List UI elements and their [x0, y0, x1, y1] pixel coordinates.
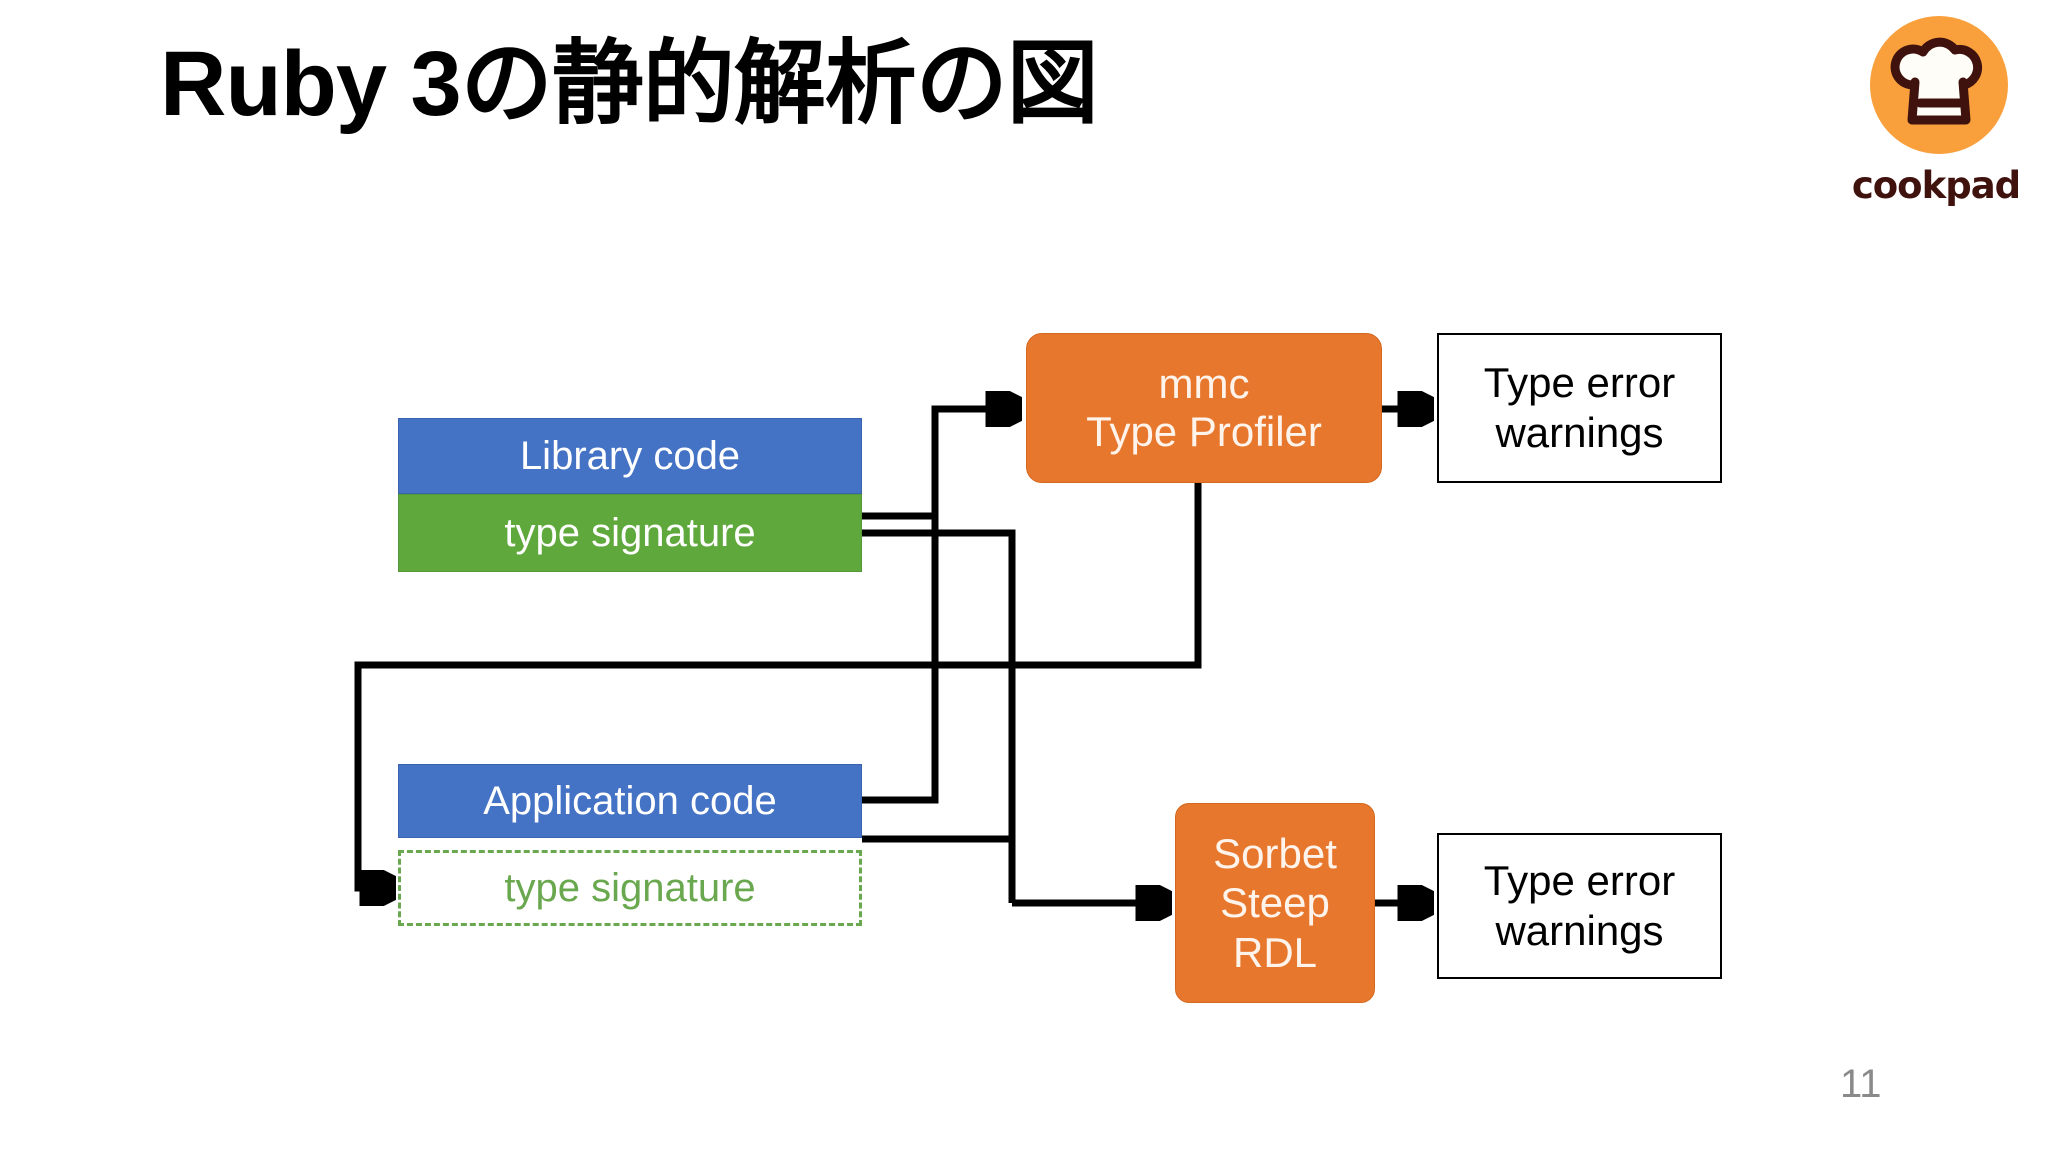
node-type-error-warnings-top[interactable]: Type error warnings — [1437, 333, 1722, 483]
node-type-error-bottom-line1: Type error — [1483, 857, 1676, 905]
node-library-type-signature-label: type signature — [504, 510, 756, 555]
node-type-error-top-line2: warnings — [1495, 409, 1664, 456]
node-type-error-top-line1: Type error — [1483, 359, 1676, 407]
node-sorbet-steep-rdl[interactable]: Sorbet Steep RDL — [1175, 803, 1375, 1003]
node-sorbet-label-line2: Steep — [1220, 879, 1330, 927]
edge-mmc-to-appsig-feedback — [354, 483, 1202, 888]
node-mmc-label-line2: Type Profiler — [1086, 408, 1322, 455]
node-mmc-type-profiler[interactable]: mmc Type Profiler — [1026, 333, 1382, 483]
edge-appcode-to-mmc — [862, 516, 939, 804]
node-sorbet-label-line1: Sorbet — [1213, 829, 1337, 877]
node-type-error-bottom-line2: warnings — [1495, 907, 1664, 954]
node-application-type-signature-label: type signature — [504, 865, 756, 910]
edge-librarysig-to-mmc — [862, 409, 1016, 520]
page-title: Ruby 3の静的解析の図 — [160, 33, 1099, 135]
page-number: 11 — [1840, 1062, 1882, 1106]
cookpad-logo: cookpad — [1846, 16, 2026, 246]
node-sorbet-label-line3: RDL — [1232, 928, 1318, 976]
chef-hat-icon — [1890, 37, 1983, 125]
node-library-code[interactable]: Library code — [398, 418, 862, 494]
node-library-type-signature[interactable]: type signature — [398, 494, 862, 572]
node-application-type-signature[interactable]: type signature — [398, 850, 862, 926]
node-type-error-warnings-bottom[interactable]: Type error warnings — [1437, 833, 1722, 979]
edge-librarysig-to-sorbet — [862, 529, 1016, 903]
node-library-code-label: Library code — [519, 433, 741, 478]
node-application-code[interactable]: Application code — [398, 764, 862, 838]
node-mmc-label-line1: mmc — [1158, 360, 1250, 408]
logo-wordmark: cookpad — [1851, 164, 2021, 207]
node-application-code-label: Application code — [483, 778, 777, 823]
